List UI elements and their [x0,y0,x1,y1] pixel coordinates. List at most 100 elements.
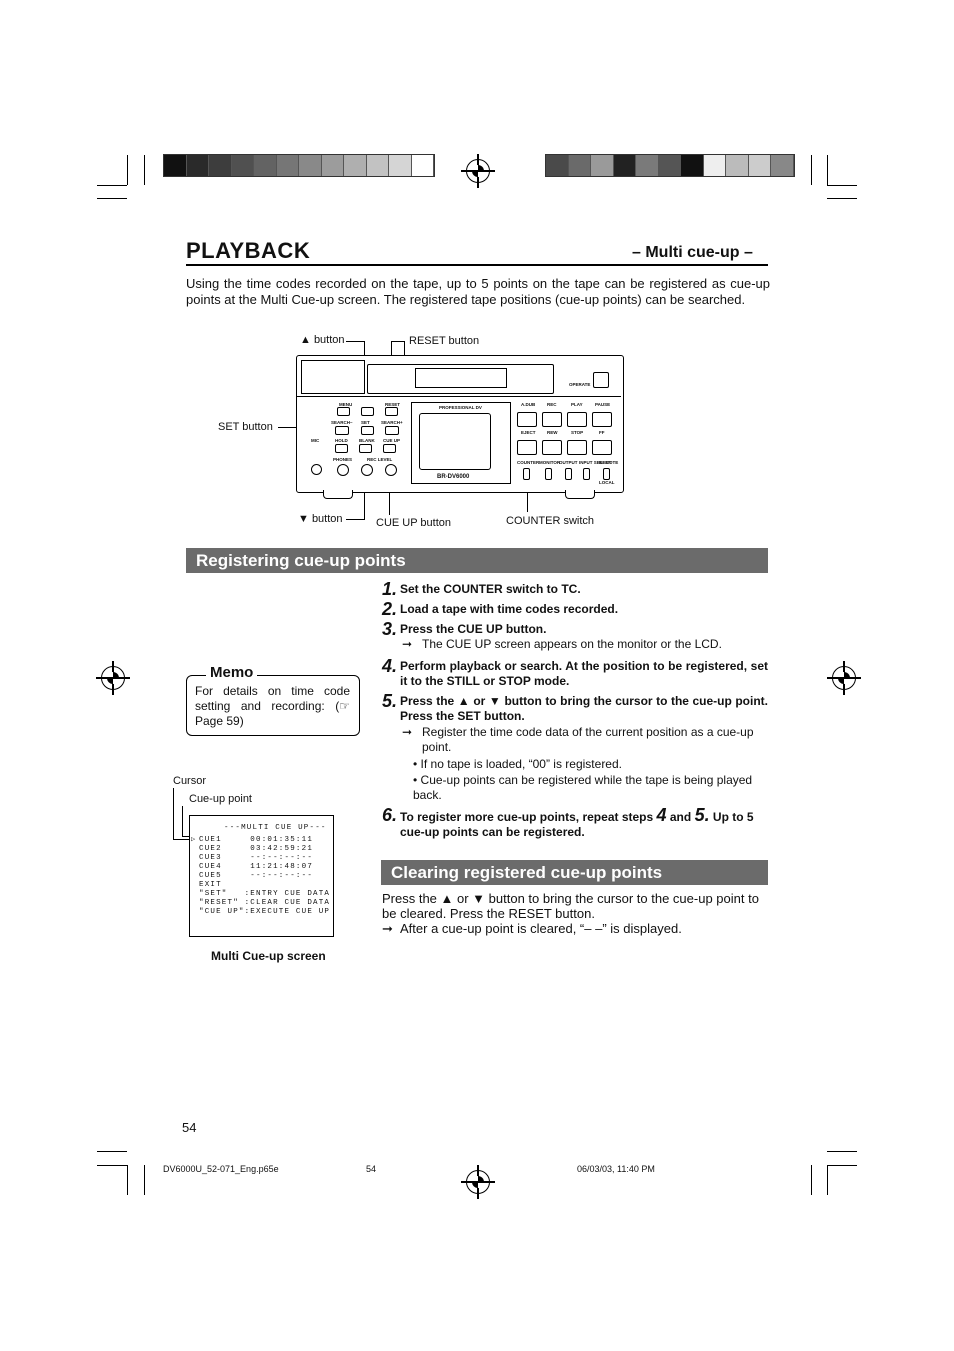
color-swatch [568,155,591,176]
step-2: Load a tape with time codes recorded. [400,602,619,616]
callout-up-button: ▲ button [300,334,345,346]
title-rule [186,264,768,266]
cueup-point-label: Cue-up point [189,793,252,805]
phones-knob[interactable] [337,464,349,476]
down-button[interactable] [359,444,372,453]
callout-reset-button: RESET button [409,335,480,347]
color-swatch [276,155,299,176]
rec-level-ch2-knob[interactable] [385,464,397,476]
page-number: 54 [182,1120,197,1135]
arrow-icon: ➞ [402,725,413,739]
up-button[interactable] [361,407,374,416]
menu-button[interactable] [337,407,350,416]
footer-file: DV6000U_52-071_Eng.p65e [163,1164,279,1174]
step-3: Press the CUE UP button. [400,622,547,636]
registration-mark-icon [461,1165,495,1199]
clear-instructions: Press the ▲ or ▼ button to bring the cur… [382,891,759,921]
footer-center: 54 [366,1164,377,1174]
color-swatch [231,155,254,176]
operate-button[interactable] [593,372,609,388]
memo-text: For details on time code setting and rec… [195,684,350,728]
memo-title: Memo [206,664,258,681]
callout-set-button: SET button [218,421,273,433]
step-4: Perform playback or search. At the posit… [400,659,768,688]
color-swatch [254,155,277,176]
step-5-bullet: If no tape is loaded, “00” is registered… [420,757,622,771]
rew-button[interactable] [542,440,562,455]
color-swatch [321,155,344,176]
step-5: Press the ▲ or ▼ button to bring the cur… [400,694,768,723]
ff-button[interactable] [592,440,612,455]
search-minus-button[interactable] [335,426,349,435]
device-body: PROFESSIONAL DV BR-DV6000 OPERATE MENU R… [296,355,624,499]
bullet-icon: • [413,773,418,787]
hold-button[interactable] [335,444,348,453]
footer-date: 06/03/03, 11:40 PM [577,1164,655,1174]
page-subtitle: – Multi cue-up – [632,244,753,261]
color-bar-right [545,154,795,177]
step-3-note: The CUE UP screen appears on the monitor… [422,637,722,651]
play-button[interactable] [567,412,587,427]
set-button[interactable] [361,426,374,435]
memo-box [186,675,360,736]
mic-jack [311,464,322,475]
color-swatch [703,155,726,176]
color-swatch [299,155,322,176]
multi-cueup-screen: ---MULTI CUE UP--- CUE1 00:01:35:11 CUE2… [189,815,334,937]
color-swatch [164,155,187,176]
rec-button[interactable] [542,412,562,427]
color-swatch [546,155,569,176]
arrow-icon: ➞ [402,637,413,651]
section-heading-register: Registering cue-up points [186,548,768,573]
color-bar-left [163,154,435,177]
intro-paragraph: Using the time codes recorded on the tap… [186,276,770,307]
cue-up-button[interactable] [383,444,396,453]
registration-mark-icon [827,661,861,695]
callout-cue-up-button: CUE UP button [376,517,452,529]
cursor-icon: ▷ [191,836,197,844]
arrow-icon: ➞ [382,921,393,936]
color-swatch [636,155,659,176]
color-swatch [344,155,367,176]
rec-level-ch1-knob[interactable] [361,464,373,476]
clear-note: After a cue-up point is cleared, “– –” i… [400,921,682,936]
stop-button[interactable] [567,440,587,455]
bullet-icon: • [413,757,418,771]
color-swatch [771,155,794,176]
color-swatch [658,155,681,176]
step-6: To register more cue-up points, repeat s… [400,805,754,839]
callout-counter-switch: COUNTER switch [506,515,595,527]
counter-switch[interactable] [523,468,530,480]
step-1: Set the COUNTER switch to TC. [400,582,581,596]
page-title: PLAYBACK [186,238,311,263]
adub-button[interactable] [517,412,537,427]
color-swatch [726,155,749,176]
registration-mark-icon [461,154,495,188]
color-swatch [681,155,704,176]
callout-down-button: ▼ button [298,513,343,525]
step-5-note: Register the time code data of the curre… [422,725,754,754]
cursor-label: Cursor [173,775,207,787]
search-plus-button[interactable] [385,426,399,435]
color-swatch [591,155,614,176]
color-swatch [748,155,771,176]
color-swatch [411,155,434,176]
color-swatch [389,155,412,176]
registration-mark-icon [96,661,130,695]
color-swatch [209,155,232,176]
color-swatch [613,155,636,176]
remote-switch[interactable] [603,468,610,480]
device-brand: PROFESSIONAL DV [439,405,482,410]
section-heading-clear: Clearing registered cue-up points [381,860,768,885]
step-5-bullet: Cue-up points can be registered while th… [413,773,753,802]
color-swatch [186,155,209,176]
output-switch[interactable] [565,468,572,480]
color-swatch [366,155,389,176]
screen-caption: Multi Cue-up screen [211,949,326,963]
monitor-switch[interactable] [545,468,552,480]
pause-button[interactable] [592,412,612,427]
reset-button[interactable] [385,407,398,416]
eject-button[interactable] [517,440,537,455]
device-model: BR-DV6000 [437,474,470,480]
input-select-switch[interactable] [583,468,590,480]
